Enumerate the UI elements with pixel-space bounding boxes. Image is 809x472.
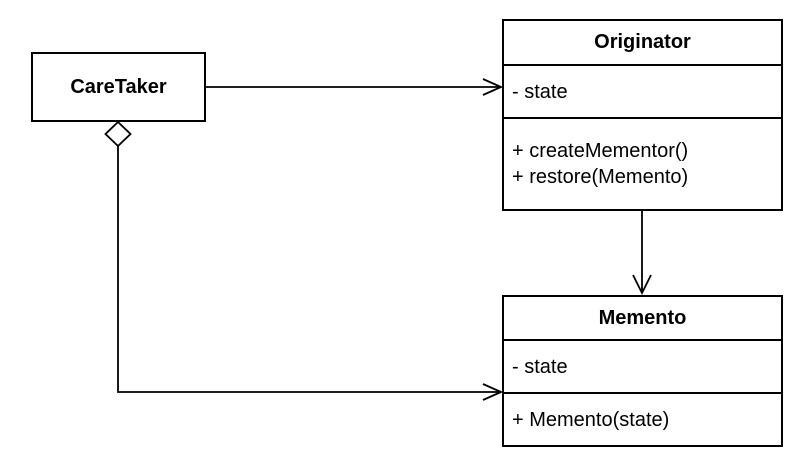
method-memento-constructor: + Memento(state)	[512, 408, 670, 431]
class-memento-methods: + Memento(state)	[504, 394, 781, 445]
association-caretaker-originator	[204, 78, 504, 96]
association-originator-memento	[632, 210, 652, 296]
aggregation-line	[117, 146, 499, 393]
class-caretaker: CareTaker	[31, 52, 206, 122]
class-originator-methods: + createMementor() + restore(Memento)	[504, 119, 781, 209]
class-caretaker-name: CareTaker	[70, 75, 167, 98]
open-arrowhead-icon	[482, 383, 504, 401]
class-memento: Memento - state + Memento(state)	[502, 295, 783, 447]
class-memento-name: Memento	[504, 297, 781, 341]
attribute-state: - state	[512, 355, 568, 378]
method-create-mementor: + createMementor()	[512, 140, 689, 162]
method-restore: + restore(Memento)	[512, 166, 689, 188]
open-arrowhead-icon	[632, 274, 652, 296]
class-memento-attributes: - state	[504, 341, 781, 394]
class-originator: Originator - state + createMementor() + …	[502, 19, 783, 211]
class-originator-name: Originator	[504, 21, 781, 66]
aggregation-diamond-icon	[104, 120, 132, 148]
aggregation-caretaker-memento	[104, 120, 504, 401]
attribute-state: - state	[512, 80, 568, 103]
open-arrowhead-icon	[482, 78, 504, 96]
class-originator-attributes: - state	[504, 66, 781, 119]
